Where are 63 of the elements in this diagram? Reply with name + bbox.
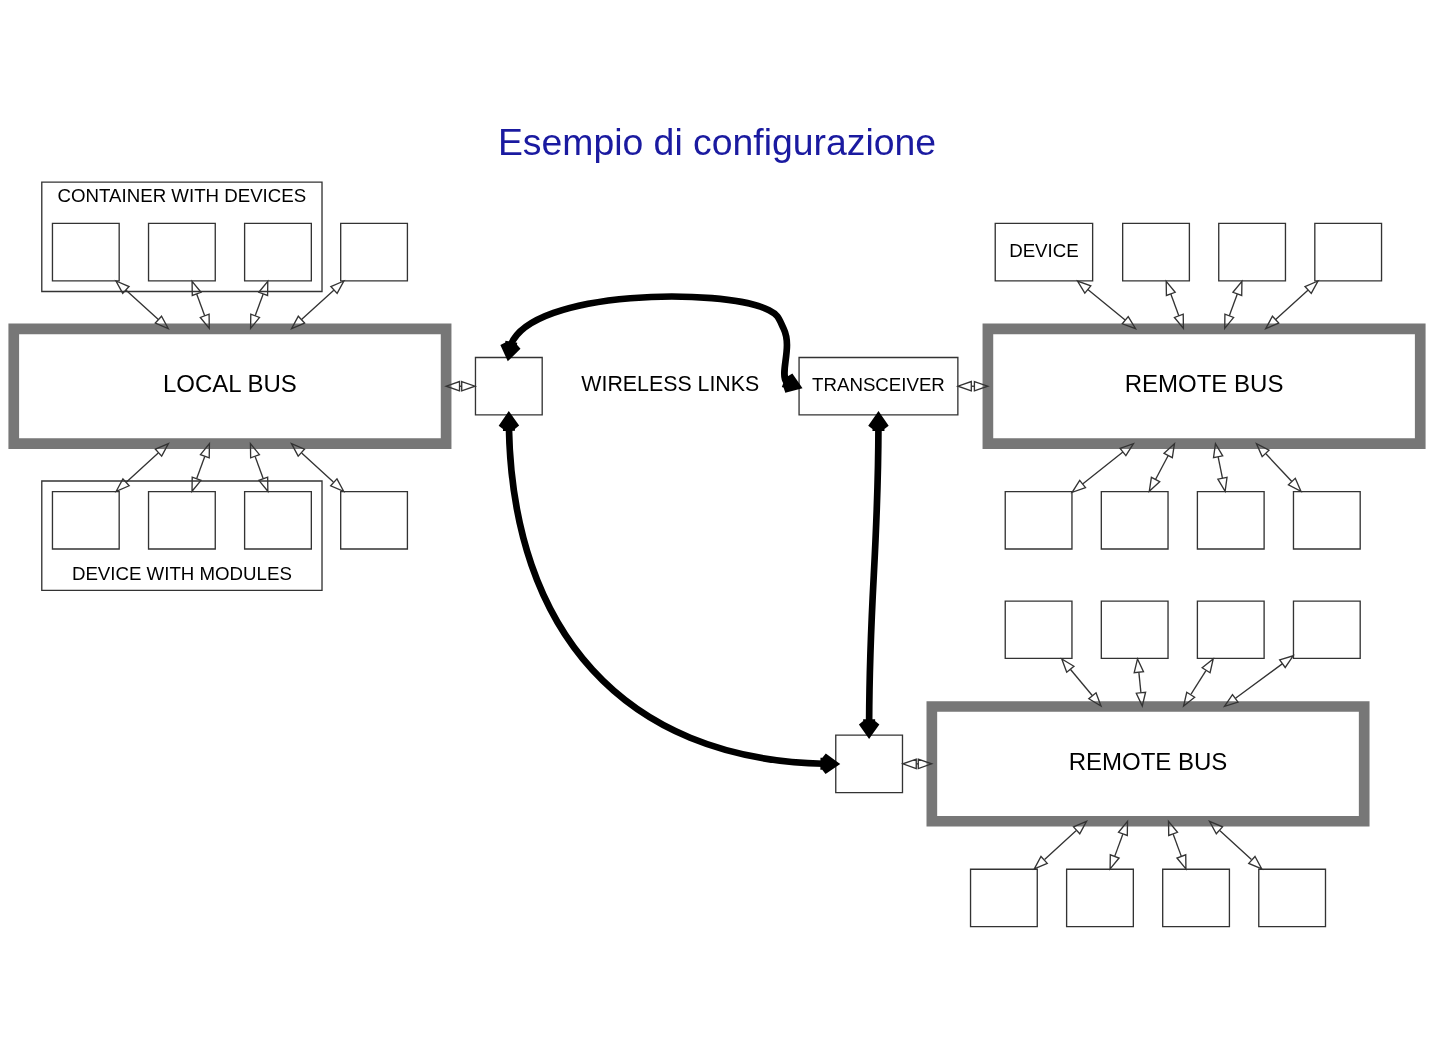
- arrow: [1070, 441, 1135, 494]
- node-box: [1100, 490, 1169, 550]
- arrow: [249, 441, 269, 493]
- arrow: [249, 278, 269, 330]
- node-box: TRANSCEIVER: [798, 356, 959, 416]
- node-box: [243, 490, 312, 550]
- node-box: REMOTE BUS: [926, 700, 1370, 827]
- arrow: [1075, 279, 1138, 330]
- arrow: [290, 279, 346, 330]
- arrow: [1212, 441, 1228, 493]
- arrow: [1133, 656, 1147, 708]
- arrow: [191, 278, 210, 330]
- node-box: [1004, 490, 1073, 550]
- arrow: [444, 380, 478, 392]
- arrow: [1208, 819, 1264, 870]
- arrow: [498, 413, 838, 775]
- arrow: [1255, 441, 1303, 493]
- arrow: [290, 441, 346, 493]
- node-box: [1065, 868, 1134, 927]
- node-box: [1258, 868, 1327, 927]
- cluster: CONTAINER WITH DEVICES: [41, 180, 323, 292]
- node-box: [969, 868, 1038, 927]
- node-box: [1314, 222, 1383, 281]
- node-box: REMOTE BUS: [982, 323, 1426, 449]
- node-box: [1292, 599, 1361, 659]
- arrow: [1224, 278, 1243, 330]
- arrow: [114, 441, 170, 493]
- node-box: [51, 222, 120, 281]
- node-box: [1122, 222, 1191, 281]
- arrow: [1182, 656, 1215, 708]
- node-box: [1004, 599, 1073, 659]
- arrow: [1222, 654, 1295, 707]
- arrow: [1264, 279, 1320, 330]
- node-box: [835, 734, 904, 793]
- node-box: [51, 490, 120, 550]
- node-box: [147, 222, 216, 281]
- arrow: [1165, 278, 1185, 330]
- diagram-title: Esempio di configurazione: [497, 120, 937, 163]
- node-box: [1292, 490, 1361, 550]
- arrow: [1109, 818, 1129, 871]
- node-box: [243, 222, 312, 281]
- arrow: [1060, 656, 1103, 708]
- arrow: [1148, 441, 1176, 493]
- node-box: [1196, 599, 1265, 659]
- arrow: [955, 380, 990, 392]
- arrow: [1167, 818, 1187, 871]
- arrow: [1032, 819, 1088, 870]
- node-box: [474, 356, 543, 416]
- arrow: [858, 413, 890, 736]
- node-box: [147, 490, 216, 550]
- node-box: DEVICE: [994, 222, 1094, 281]
- arrow: [500, 292, 801, 393]
- arrow: [114, 279, 170, 330]
- label: WIRELESS LINKS: [581, 371, 760, 396]
- node-box: [1100, 599, 1169, 659]
- node-box: [1162, 868, 1231, 927]
- node-box: [1218, 222, 1287, 281]
- arrow: [191, 441, 211, 493]
- node-box: [340, 490, 409, 550]
- node-box: LOCAL BUS: [8, 323, 452, 449]
- node-box: [340, 222, 409, 281]
- arrow: [900, 757, 934, 769]
- node-box: [1196, 490, 1265, 550]
